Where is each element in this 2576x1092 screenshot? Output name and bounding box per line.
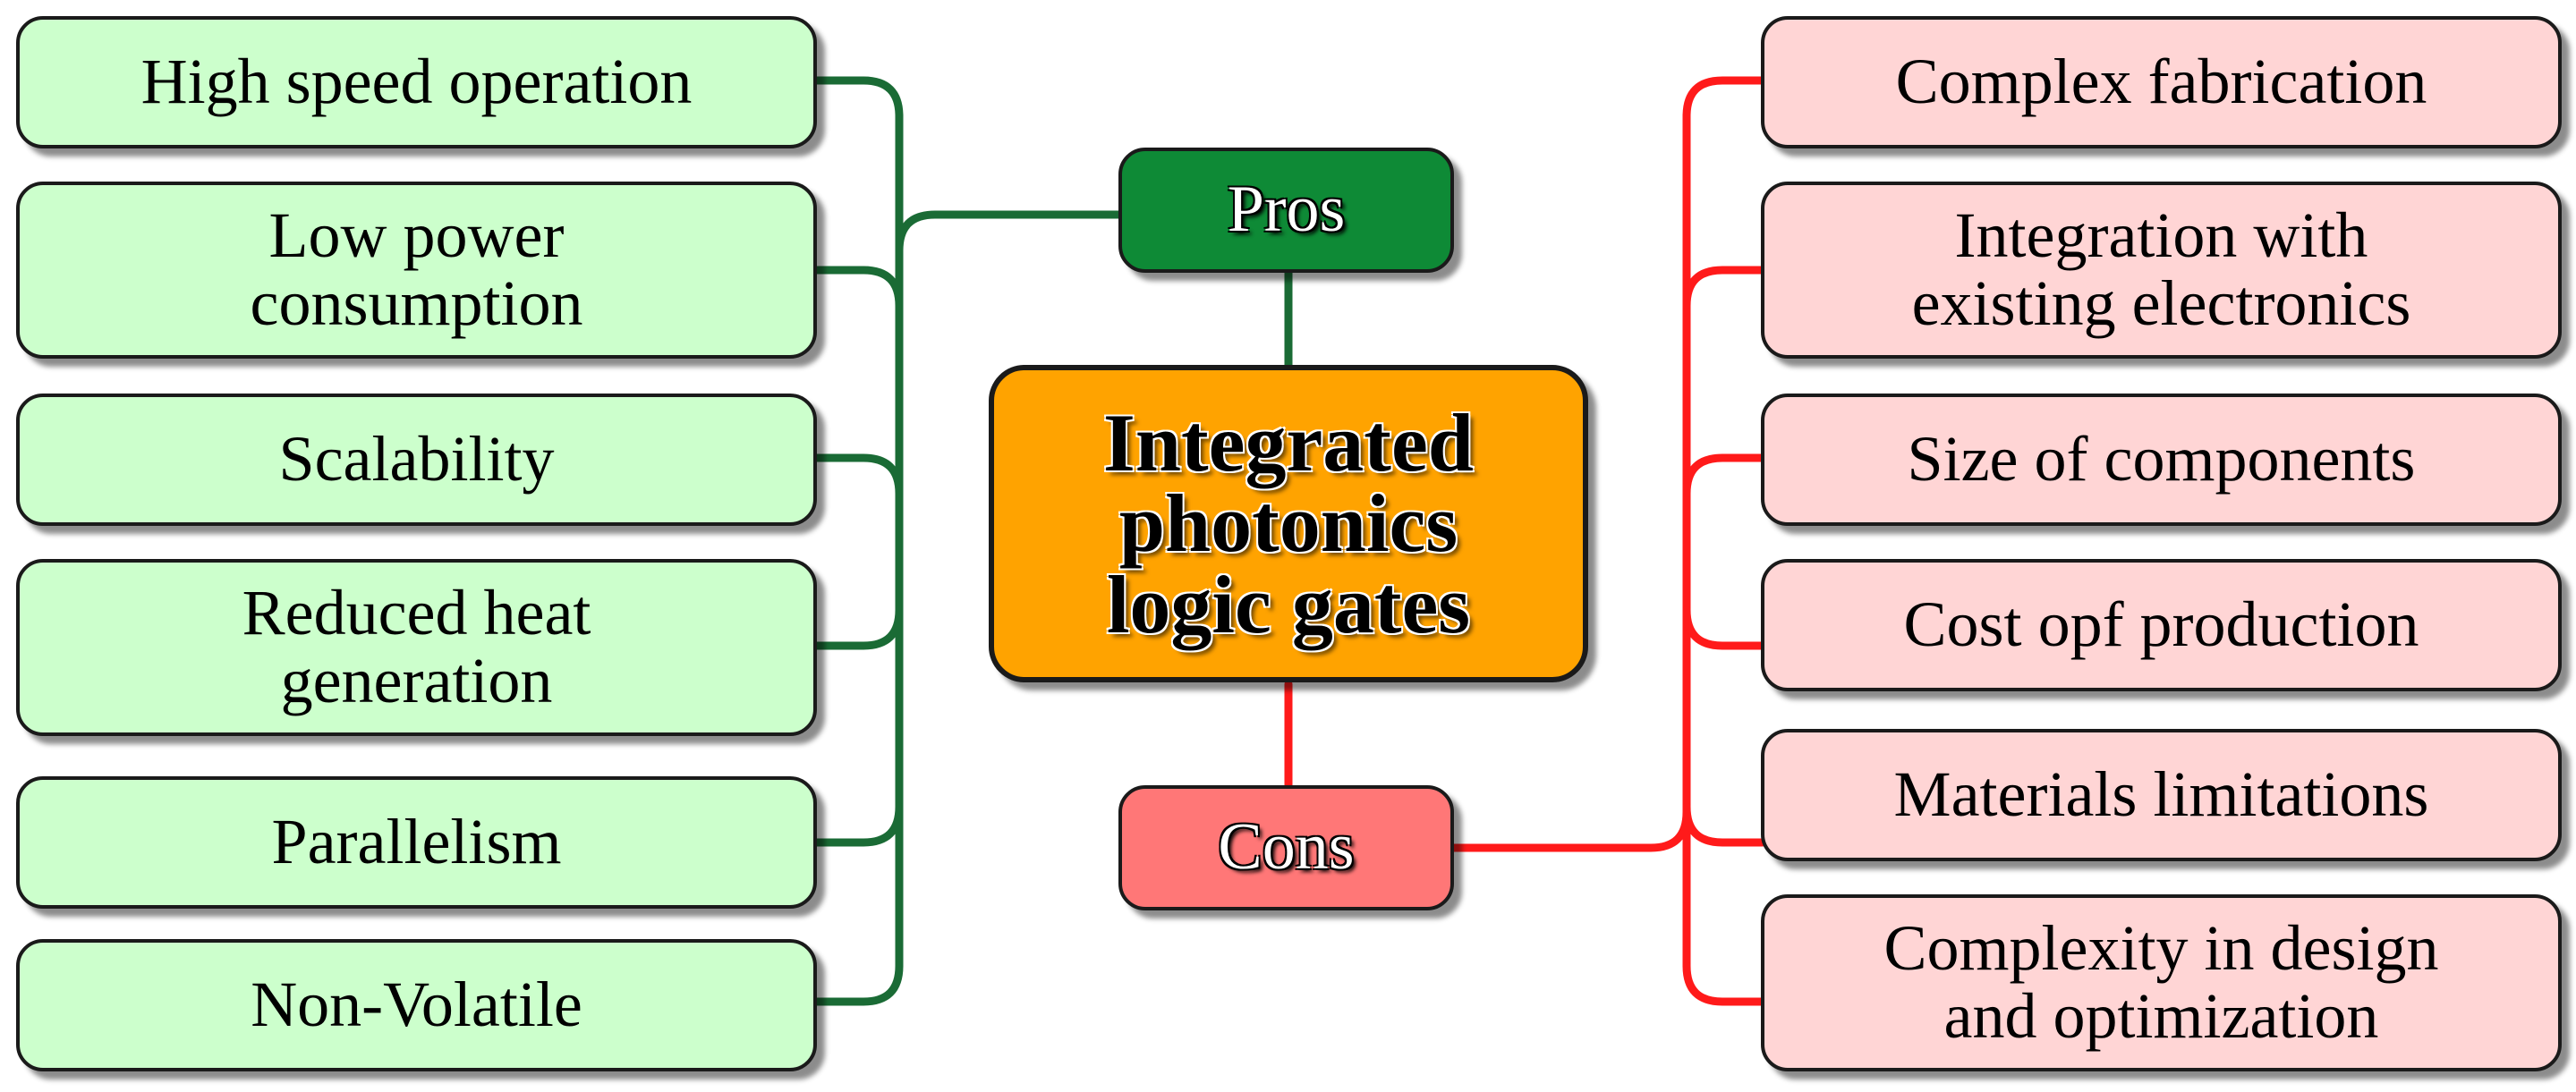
center-topic-line: logic gates bbox=[1106, 558, 1471, 650]
pro-item-label: consumption bbox=[250, 267, 583, 339]
pro-item-label: High speed operation bbox=[140, 46, 693, 118]
con-item-label: Size of components bbox=[1907, 423, 2416, 495]
cons-hub-label: Cons bbox=[1218, 810, 1355, 885]
cons-hub: Cons bbox=[1118, 785, 1454, 910]
cons-branch-4 bbox=[1682, 605, 1767, 650]
pro-item: Non-Volatile bbox=[16, 939, 817, 1071]
pros-branch-5 bbox=[812, 802, 904, 847]
pro-item: Parallelism bbox=[16, 776, 817, 909]
cons-hub-to-trunk-line bbox=[1450, 808, 1691, 852]
con-item-label: existing electronics bbox=[1911, 267, 2411, 339]
con-item: Complex fabrication bbox=[1761, 16, 2562, 148]
pros-hub-label: Pros bbox=[1227, 173, 1346, 247]
pros-hub: Pros bbox=[1118, 148, 1454, 273]
pros-branch-3 bbox=[812, 453, 904, 498]
con-item-label: and optimization bbox=[1943, 980, 2379, 1052]
pro-item-label: Parallelism bbox=[271, 806, 562, 878]
con-item-label: Materials limitations bbox=[1893, 758, 2429, 831]
cons-connectors bbox=[1284, 76, 1767, 1006]
con-item-label: Complexity in design bbox=[1883, 912, 2439, 985]
con-item: Integration with existing electronics bbox=[1761, 182, 2562, 359]
con-item-label: Cost opf production bbox=[1903, 588, 2419, 661]
pro-item-label: Non-Volatile bbox=[251, 969, 582, 1041]
con-item-label: Complex fabrication bbox=[1895, 46, 2427, 118]
con-item: Complexity in design and optimization bbox=[1761, 894, 2562, 1071]
pro-item: High speed operation bbox=[16, 16, 817, 148]
center-topic: Integrated photonics logic gates bbox=[989, 365, 1588, 682]
pros-hub-to-trunk-line bbox=[895, 210, 1123, 255]
cons-branch-3 bbox=[1682, 453, 1767, 498]
pros-branch-2 bbox=[812, 266, 904, 310]
pro-item-label: generation bbox=[280, 645, 553, 716]
pros-branch-4 bbox=[812, 605, 904, 650]
pro-item-label: Scalability bbox=[278, 423, 555, 495]
pro-item: Scalability bbox=[16, 394, 817, 526]
pro-item: Reduced heat generation bbox=[16, 559, 817, 736]
center-topic-line: photonics bbox=[1118, 478, 1458, 570]
cons-branch-1 bbox=[1682, 76, 1767, 121]
cons-branch-6 bbox=[1682, 961, 1767, 1006]
cons-branch-5 bbox=[1682, 802, 1767, 847]
con-item: Materials limitations bbox=[1761, 729, 2562, 861]
pros-branch-1 bbox=[812, 76, 904, 121]
con-item-label: Integration with bbox=[1954, 199, 2368, 272]
center-topic-line: Integrated bbox=[1103, 397, 1474, 489]
pro-item: Low power consumption bbox=[16, 182, 817, 359]
pros-connectors bbox=[812, 76, 1293, 1006]
cons-branch-2 bbox=[1682, 266, 1767, 310]
pro-item-label: Reduced heat bbox=[242, 577, 591, 649]
pro-item-label: Low power bbox=[268, 199, 565, 272]
con-item: Cost opf production bbox=[1761, 559, 2562, 691]
pros-branch-6 bbox=[812, 961, 904, 1006]
con-item: Size of components bbox=[1761, 394, 2562, 526]
